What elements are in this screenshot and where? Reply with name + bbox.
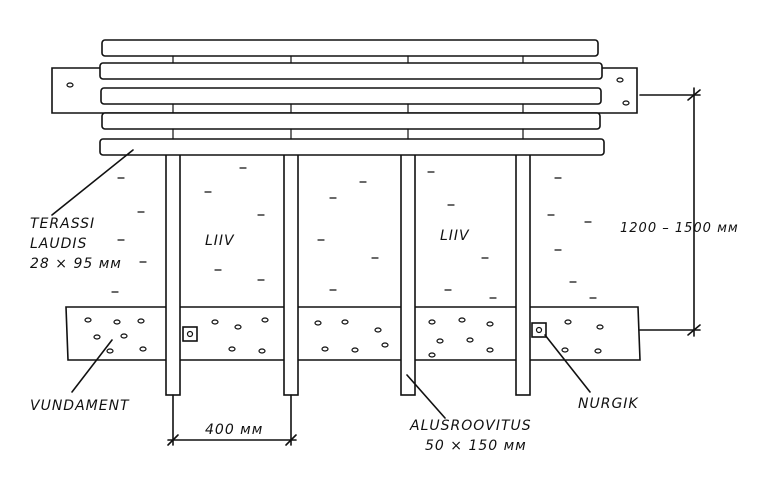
post-3: [400, 151, 416, 396]
spacing-dimension: [167, 394, 297, 446]
post-1: [165, 151, 181, 396]
sand-texture: [111, 167, 597, 299]
decking-boards: [99, 39, 605, 156]
post-4: [515, 151, 531, 396]
subframe-label-2: 50 × 150 мм: [425, 438, 527, 454]
foundation: [65, 306, 641, 361]
decking-label-1: TERASSI: [30, 216, 95, 232]
brackets: [182, 322, 547, 342]
bracket-left: [182, 326, 198, 342]
spacing-label: 400 мм: [205, 422, 263, 438]
bracket-right: [531, 322, 547, 338]
bracket-label: NURGIK: [578, 396, 639, 412]
height-dimension: [639, 87, 701, 337]
foundation-leader: [71, 339, 113, 393]
sand-label-right: LIIV: [440, 228, 470, 244]
decking-leader: [51, 149, 134, 216]
subframe-label-1: ALUSROOVITUS: [409, 418, 532, 434]
foundation-label: VUNDAMENT: [30, 398, 130, 414]
deck-board: [101, 112, 601, 130]
decking-size-label: 28 × 95 мм: [30, 256, 122, 272]
deck-board: [99, 138, 605, 156]
deck-board: [100, 87, 602, 105]
subframe-leader: [406, 374, 446, 419]
post-2: [283, 151, 299, 396]
sand-label-left: LIIV: [205, 233, 235, 249]
decking-label-2: LAUDIS: [30, 236, 87, 252]
deck-board: [101, 39, 599, 57]
height-range-label: 1200 – 1500 мм: [620, 221, 739, 236]
deck-board: [99, 62, 603, 80]
bracket-leader: [544, 334, 591, 393]
